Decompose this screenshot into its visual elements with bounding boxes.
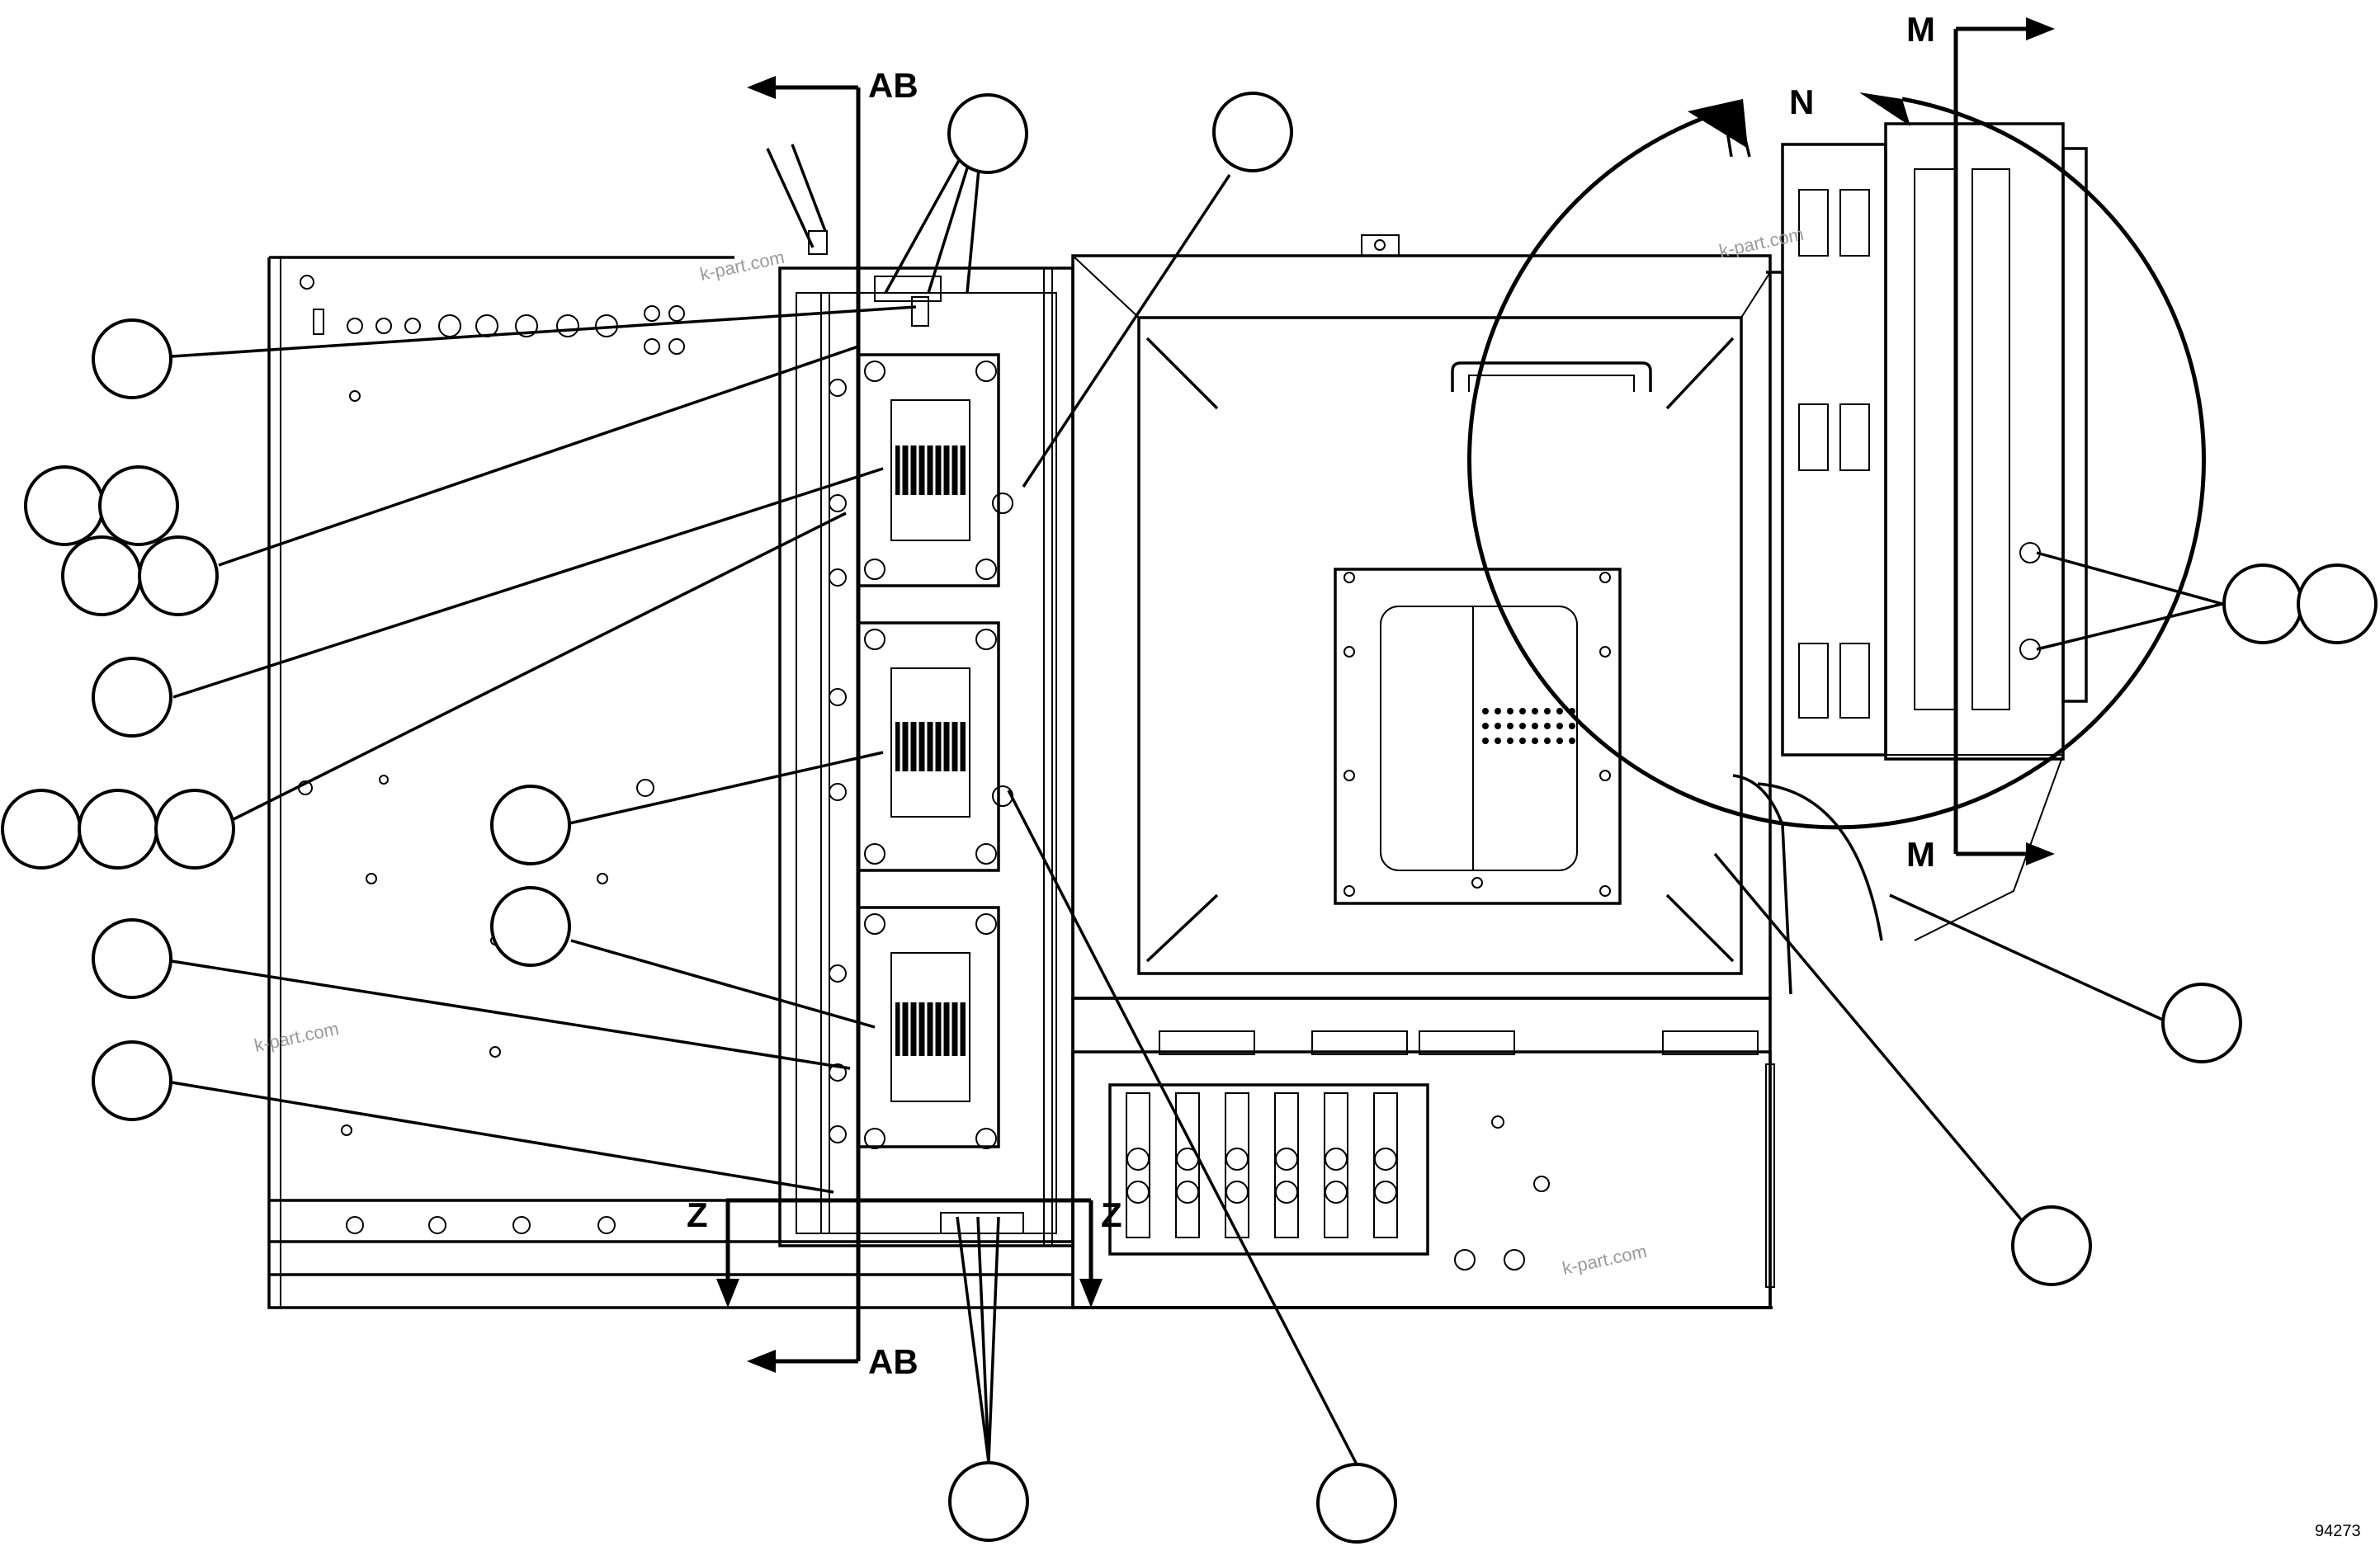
section-label-z-right: Z: [1101, 1195, 1122, 1234]
watermark: k-part.com: [698, 247, 786, 285]
section-line-m: [1953, 17, 2055, 865]
power-module-2: [857, 621, 1013, 872]
section-label-n: N: [1789, 82, 1814, 121]
section-label-ab-bottom: AB: [868, 1342, 918, 1381]
power-module-3: [857, 906, 1000, 1149]
callout-bubble: [2222, 563, 2303, 644]
module-bay: [766, 144, 1074, 1247]
left-cabinet-panel: [267, 256, 1773, 1309]
callout-bubble: [61, 535, 142, 616]
callout-bubble: [1, 789, 82, 870]
callout-bubble: [98, 465, 179, 546]
callout-bubble: [2011, 1205, 2092, 1286]
section-line-z: [716, 1198, 1103, 1308]
callout-bubble: [490, 785, 571, 865]
watermark: k-part.com: [253, 1018, 341, 1056]
callout-bubble: [948, 1461, 1029, 1542]
air-duct-enclosure: [1071, 234, 1772, 1000]
section-label-m-top: M: [1906, 10, 1935, 49]
callout-bubble: [92, 918, 172, 999]
callout-bubble: [92, 318, 172, 399]
callout-leaders: [171, 133, 2223, 1465]
terminal-box: [1071, 997, 1775, 1309]
section-label-ab-top: AB: [868, 66, 918, 105]
detail-circle-n: [1467, 92, 2206, 830]
callout-bubble: [24, 465, 105, 546]
callout-bubble: [92, 657, 172, 738]
callout-bubble: [947, 93, 1028, 174]
watermark: k-part.com: [1561, 1241, 1649, 1279]
figure-number: 94273: [2315, 1522, 2361, 1540]
callout-bubble: [78, 789, 158, 870]
callout-bubble: [2161, 983, 2242, 1063]
callout-bubble: [138, 535, 219, 616]
callout-bubble: [154, 789, 235, 870]
section-label-m-bottom: M: [1906, 835, 1935, 874]
section-label-z-left: Z: [687, 1195, 708, 1234]
callout-bubble: [490, 886, 571, 967]
callout-bubble: [2297, 563, 2378, 644]
section-line-ab: [747, 76, 861, 1373]
callout-bubbles: [1, 92, 2378, 1544]
callout-bubble: [1212, 92, 1293, 172]
callout-bubble: [92, 1040, 172, 1121]
callout-bubble: [1316, 1463, 1397, 1544]
